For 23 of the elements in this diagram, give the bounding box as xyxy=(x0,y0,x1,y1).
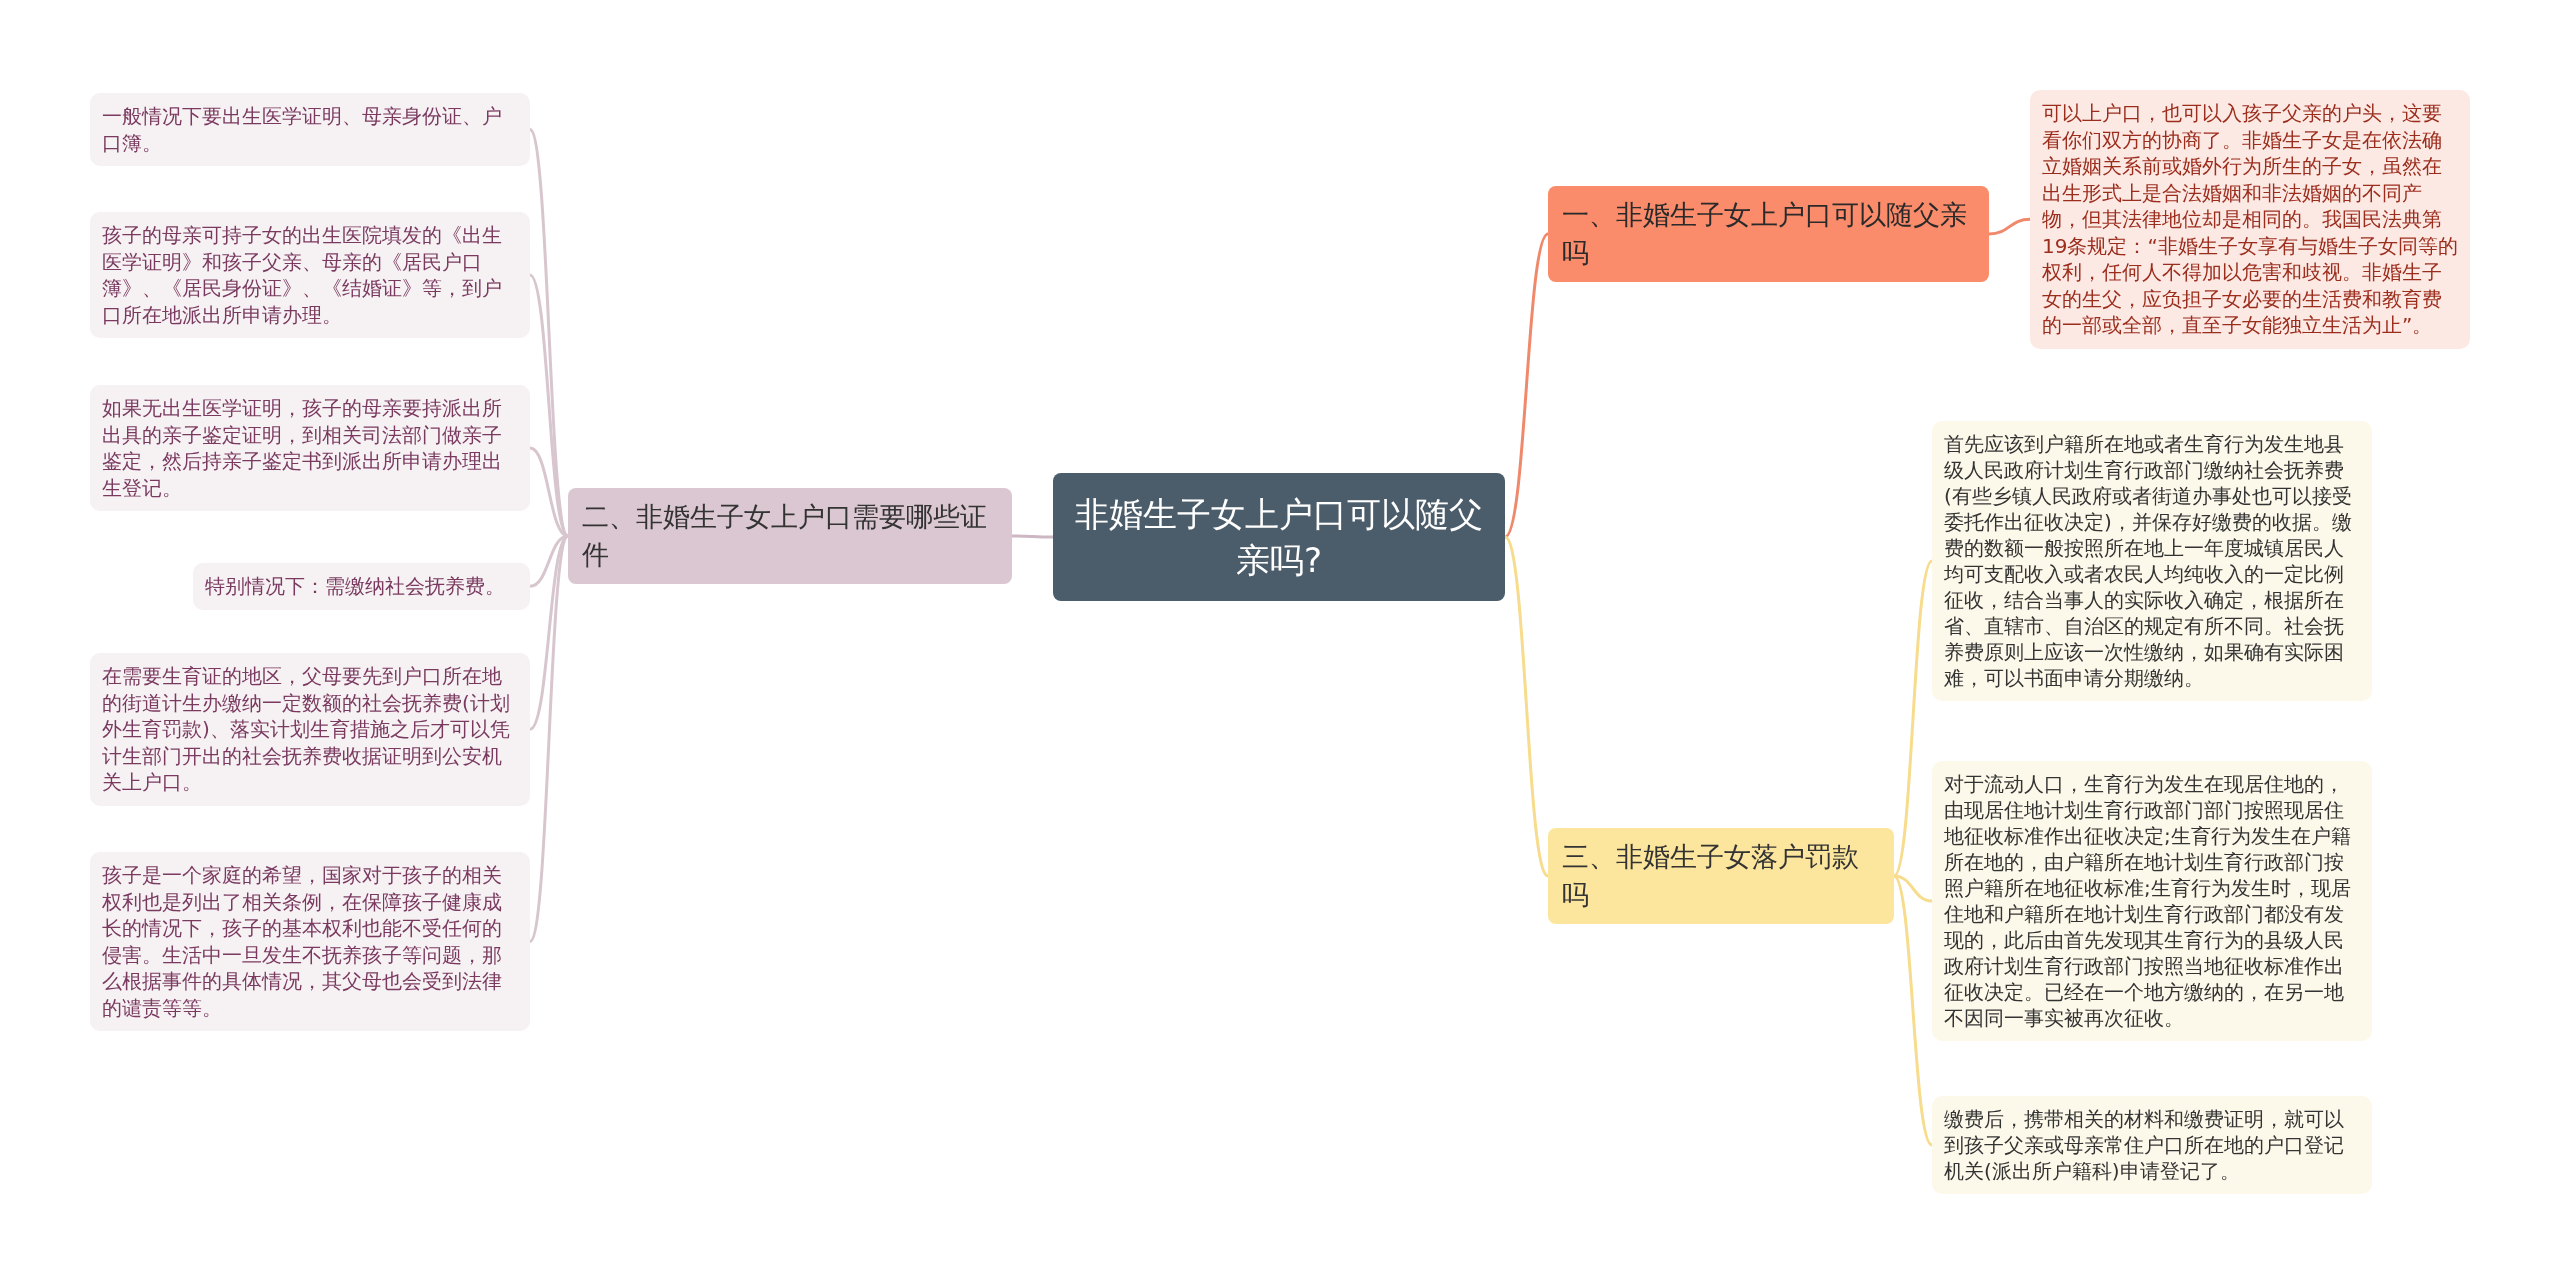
leaf-box: 一般情况下要出生医学证明、母亲身份证、户口簿。 xyxy=(90,93,530,166)
leaf-box: 可以上户口，也可以入孩子父亲的户头，这要看你们双方的协商了。非婚生子女是在依法确立婚姻关系前或婚外行为所生的子女，虽然在出生形式上是合法婚姻和非法婚姻的不同产物，但其法律地位却是相同的。我国民法典第19条规定：“非婚生子女享有与婚生子女同等的权利，任何人不得加以危害和歧视。非婚生子女的生父，应负担子女必要的生活费和教育费的一部或全部，直至子女能独立生活为止”。 xyxy=(2030,90,2470,349)
leaf-box: 对于流动人口，生育行为发生在现居住地的，由现居住地计划生育行政部门部门按照现居住地征收标准作出征收决定;生育行为发生在户籍所在地的，由户籍所在地计划生育行政部门按照户籍所在地征收标准;生育行为发生时，现居住地和户籍所在地计划生育行政部门都没有发现的，此后由首先发现其生育行为的县级人民政府计划生育行政部门按照当地征收标准作出征收决定。已经在一个地方缴纳的，在另一地不因同一事实被再次征收。 xyxy=(1932,761,2372,1041)
connector-line xyxy=(1012,534,1053,539)
connector-line xyxy=(1503,536,1550,877)
connector-line xyxy=(1988,217,2031,236)
connector-line xyxy=(1892,875,1934,1146)
central-topic-box: 非婚生子女上户口可以随父亲吗? xyxy=(1053,473,1505,601)
connector-line xyxy=(1892,560,1934,877)
leaf-box: 如果无出生医学证明，孩子的母亲要持派出所出具的亲子鉴定证明，到相关司法部门做亲子鉴定，然后持亲子鉴定书到派出所申请办理出生登记。 xyxy=(90,385,530,511)
leaf-box: 特别情况下：需缴纳社会抚养费。 xyxy=(193,563,530,610)
connector-line xyxy=(1503,233,1550,538)
branch-box: 三、非婚生子女落户罚款吗 xyxy=(1548,828,1894,924)
leaf-box: 孩子是一个家庭的希望，国家对于孩子的相关权利也是列出了相关条例，在保障孩子健康成长的情况下，孩子的基本权利也能不受任何的侵害。生活中一旦发生不抚养孩子等问题，那么根据事件的具体情况，其父母也会受到法律的谴责等等。 xyxy=(90,852,530,1031)
connector-line xyxy=(528,535,570,943)
leaf-box: 在需要生育证的地区，父母要先到户口所在地的街道计生办缴纳一定数额的社会抚养费(计划外生育罚款)、落实计划生育措施之后才可以凭计生部门开出的社会抚养费收据证明到公安机关上户口。 xyxy=(90,653,530,806)
leaf-box: 首先应该到户籍所在地或者生育行为发生地县级人民政府计划生育行政部门缴纳社会抚养费(有些乡镇人民政府或者街道办事处也可以接受委托作出征收决定)，并保存好缴费的收据。缴费的数额一般按照所在地上一年度城镇居民人均可支配收入或者农民人均纯收入的一定比例征收，结合当事人的实际收入确定，根据所在省、直辖市、自治区的规定有所不同。社会抚养费原则上应该一次性缴纳，如果确有实际困难，可以书面申请分期缴纳。 xyxy=(1932,421,2372,701)
leaf-box: 孩子的母亲可持子女的出生医院填发的《出生医学证明》和孩子父亲、母亲的《居民户口簿》、《居民身份证》、《结婚证》等，到户口所在地派出所申请办理。 xyxy=(90,212,530,338)
connector-line xyxy=(528,128,570,537)
branch-box: 二、非婚生子女上户口需要哪些证件 xyxy=(568,488,1012,584)
connector-line xyxy=(1893,874,1933,903)
branch-box: 一、非婚生子女上户口可以随父亲吗 xyxy=(1548,186,1989,282)
leaf-box: 缴费后，携带相关的材料和缴费证明，就可以到孩子父亲或母亲常住户口所在地的户口登记机关(派出所户籍科)申请登记了。 xyxy=(1932,1096,2372,1194)
